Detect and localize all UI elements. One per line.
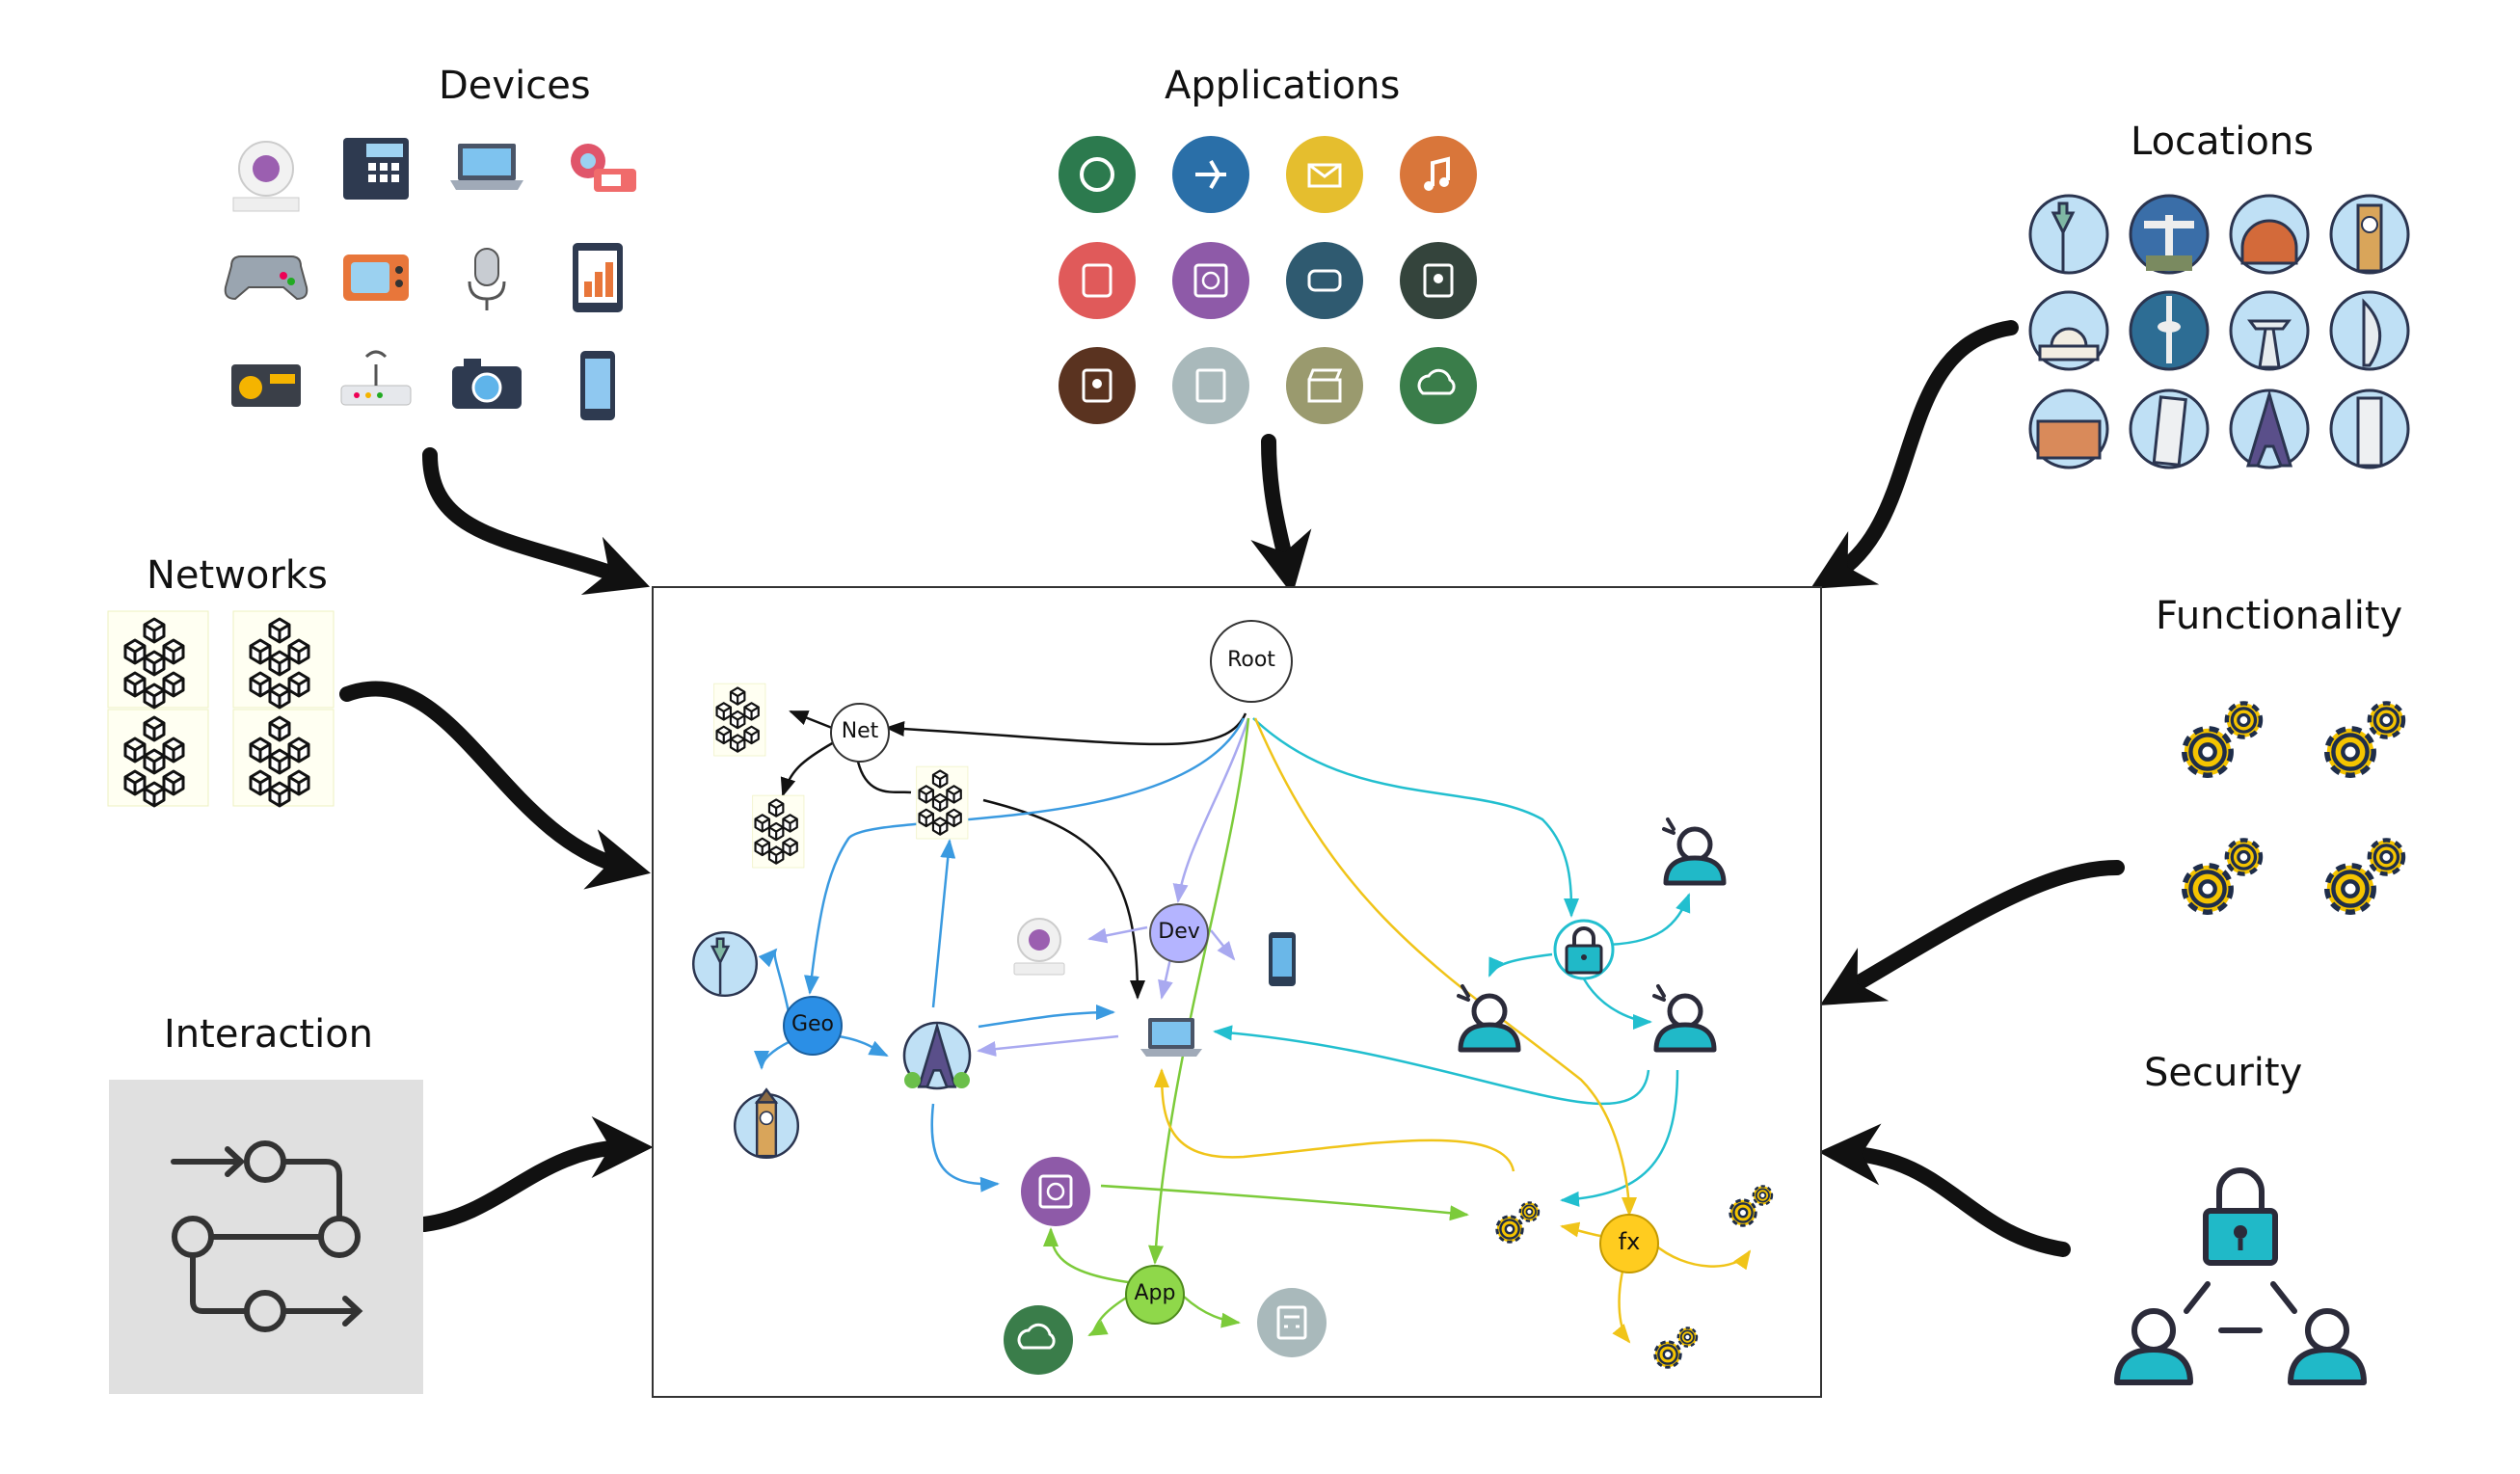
- camera-app-icon: [1059, 136, 1136, 213]
- applications-title: Applications: [1165, 64, 1401, 108]
- dev-edges: [977, 717, 1250, 1057]
- fx-label: fx: [1618, 1228, 1641, 1255]
- fx-edges: [1154, 717, 1752, 1344]
- flight-app-icon: [1172, 136, 1249, 213]
- pisa-tower-icon: [2129, 389, 2210, 469]
- music-app-icon: [1400, 136, 1477, 213]
- game-app-icon: [1286, 242, 1363, 319]
- desk-phone-icon: [343, 138, 409, 200]
- calculator-app-icon: [1172, 347, 1249, 424]
- statue-of-liberty-icon: [691, 930, 759, 998]
- fx-node: [1599, 1214, 1659, 1273]
- networks-grid: [107, 610, 335, 808]
- app-node: [1125, 1265, 1185, 1325]
- laptop-icon: [450, 144, 523, 190]
- net-node: [830, 703, 890, 763]
- geo-node: [783, 996, 843, 1056]
- network-icon-3: [916, 765, 969, 840]
- colosseum-icon: [2028, 389, 2109, 469]
- functionality-gears: [2185, 703, 2403, 912]
- burj-al-arab-icon: [2329, 290, 2410, 371]
- contact-app-icon: [1400, 242, 1477, 319]
- functionality-title: Functionality: [2156, 594, 2403, 638]
- geo-label: Geo: [791, 1012, 835, 1036]
- router-icon: [340, 350, 412, 406]
- smartphone-icon: [1269, 932, 1296, 986]
- tablet-chart-icon: [573, 243, 623, 312]
- gamepad-icon: [224, 255, 308, 301]
- locations-grid: [2028, 194, 2410, 469]
- radio-icon: [231, 364, 301, 407]
- retro-tv-icon: [343, 255, 409, 301]
- weather-app-icon: [1004, 1305, 1073, 1375]
- outer-arrows: [339, 320, 2125, 1257]
- smartphone-icon: [580, 351, 615, 420]
- big-ben-icon: [2329, 194, 2410, 275]
- eiffel-tower-icon: [2229, 389, 2310, 469]
- cn-tower-icon: [2129, 290, 2210, 371]
- network-icon-2: [752, 794, 805, 869]
- main-diagram-frame: [652, 586, 1822, 1398]
- networks-title: Networks: [147, 553, 328, 598]
- webcam-icon: [1013, 918, 1065, 976]
- dev-node: [1149, 903, 1209, 963]
- microphone-icon: [468, 248, 506, 310]
- interaction-title: Interaction: [164, 1012, 374, 1057]
- network-icon-1: [713, 683, 766, 757]
- weather-app-icon: [1400, 347, 1477, 424]
- webcam-icon: [232, 141, 300, 212]
- browser-app-icon: [1021, 1157, 1090, 1226]
- statue-of-liberty-icon: [2028, 194, 2109, 275]
- mail-app-icon: [1286, 136, 1363, 213]
- security-title: Security: [2144, 1051, 2303, 1095]
- interaction-panel: [109, 1080, 423, 1394]
- clapper-app-icon: [1286, 347, 1363, 424]
- camera-device-icon: [571, 144, 636, 192]
- net-edges: [780, 710, 1247, 1000]
- capitol-icon: [2028, 290, 2109, 371]
- app-label: App: [1134, 1281, 1176, 1305]
- calculator-app-icon: [1257, 1288, 1327, 1357]
- devices-title: Devices: [439, 64, 591, 108]
- security-icon: [2114, 1167, 2367, 1385]
- laptop-icon: [1140, 1018, 1202, 1057]
- dev-label: Dev: [1158, 920, 1200, 944]
- profile-app-icon: [1059, 347, 1136, 424]
- root-label: Root: [1227, 648, 1275, 672]
- skyscraper-icon: [2329, 389, 2410, 469]
- florence-dome-icon: [2229, 194, 2310, 275]
- space-needle-icon: [2229, 290, 2310, 371]
- net-label: Net: [841, 719, 879, 743]
- locations-title: Locations: [2131, 120, 2315, 164]
- eiffel-tower-icon: [902, 1021, 972, 1090]
- christ-redeemer-icon: [2129, 194, 2210, 275]
- geo-edges: [754, 717, 1246, 1193]
- applications-grid: [1059, 136, 1477, 424]
- phone-app-icon: [1059, 242, 1136, 319]
- lock-icon: [1553, 919, 1615, 980]
- root-node: [1210, 620, 1293, 703]
- browser-app-icon: [1172, 242, 1249, 319]
- security-edges: [1213, 717, 1691, 1207]
- app-edges: [1043, 717, 1469, 1337]
- photo-camera-icon: [452, 359, 522, 409]
- big-ben-icon: [733, 1087, 800, 1160]
- devices-grid: [224, 138, 636, 420]
